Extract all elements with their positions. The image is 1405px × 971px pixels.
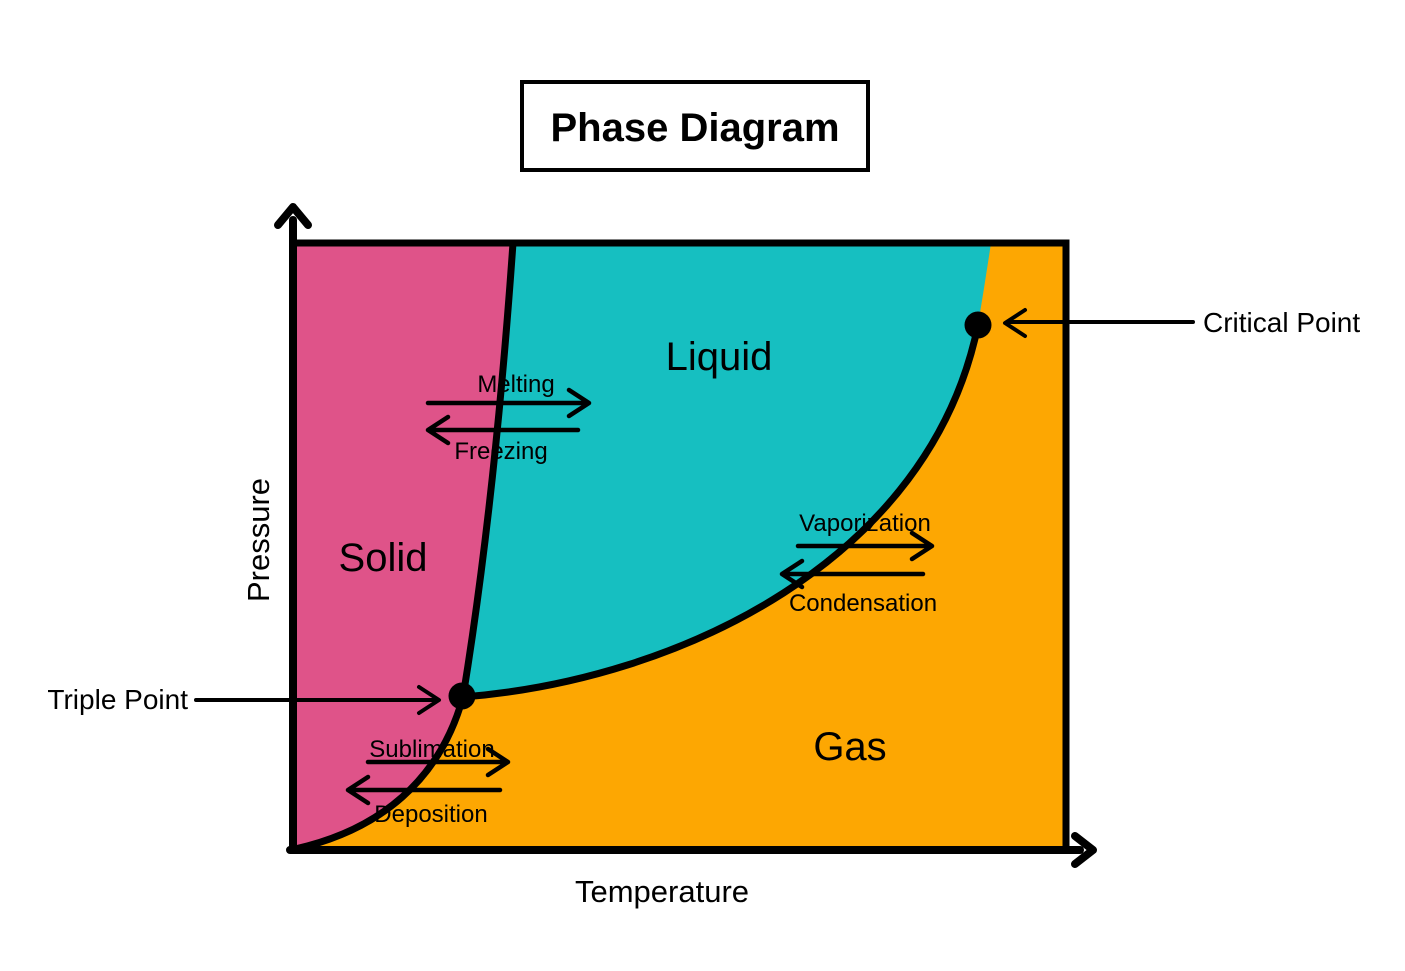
x-axis-label: Temperature	[575, 874, 749, 909]
freezing-arrow-icon	[425, 414, 581, 446]
triple-point-dot	[448, 682, 476, 710]
page-title: Phase Diagram	[550, 106, 839, 150]
freezing-label: Freezing	[454, 438, 547, 465]
liquid-region	[463, 243, 991, 697]
critical-point-arrow-icon	[1003, 308, 1195, 338]
critical-point-label: Critical Point	[1203, 307, 1360, 338]
title-box	[520, 80, 870, 172]
liquid-region-label: Liquid	[666, 335, 773, 379]
melting-label: Melting	[477, 371, 554, 398]
sublimation-arrow-icon	[365, 746, 511, 778]
solid-region-label: Solid	[339, 536, 428, 580]
y-axis-arrow	[274, 203, 312, 854]
y-axis-label: Pressure	[241, 478, 276, 602]
condensation-label: Condensation	[789, 590, 937, 617]
deposition-label: Deposition	[374, 801, 487, 828]
sublimation-curve	[291, 693, 467, 853]
deposition-arrow-icon	[345, 774, 503, 806]
melting-curve	[459, 239, 517, 701]
critical-point-dot	[964, 311, 992, 339]
vaporization-arrow-icon	[795, 530, 935, 562]
triple-point-label: Triple Point	[47, 684, 188, 715]
melting-arrow-icon	[425, 387, 592, 419]
vaporization-label: Vaporization	[799, 510, 931, 537]
sublimation-label: Sublimation	[369, 736, 494, 763]
triple-point-arrow-icon	[194, 685, 441, 715]
gas-region-label: Gas	[813, 725, 886, 769]
vaporization-curve	[459, 321, 982, 701]
plot-border	[293, 239, 1070, 850]
x-axis-arrow	[286, 832, 1097, 868]
condensation-arrow-icon	[779, 558, 926, 590]
